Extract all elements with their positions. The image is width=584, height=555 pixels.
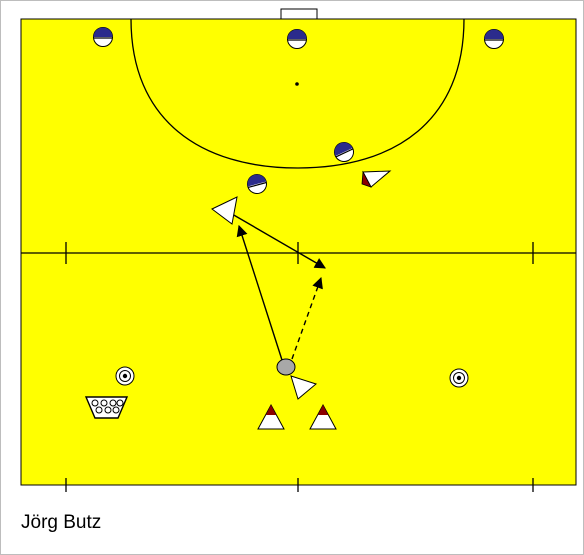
penalty-spot [295, 82, 299, 86]
pass-arrow [231, 213, 326, 269]
ball-icon [276, 358, 296, 376]
run-arrow [236, 224, 283, 361]
target-icon [115, 366, 135, 386]
target-icon [449, 368, 469, 388]
attacker-icon [361, 170, 392, 188]
defender-icon [93, 27, 113, 47]
attacker-icon [290, 375, 318, 400]
defender-icon [334, 142, 354, 162]
cone-icon [257, 403, 285, 430]
author-caption: Jörg Butz [21, 512, 102, 533]
defender-icon [484, 29, 504, 49]
ball-pile-icon [84, 396, 129, 419]
goal [280, 8, 318, 20]
attacker-icon [211, 196, 238, 225]
shooting-circle [130, 18, 465, 169]
bottom-line-ticks [65, 478, 534, 492]
defender-icon [287, 29, 307, 49]
cone-icon [309, 403, 337, 430]
defender-icon [247, 174, 267, 194]
